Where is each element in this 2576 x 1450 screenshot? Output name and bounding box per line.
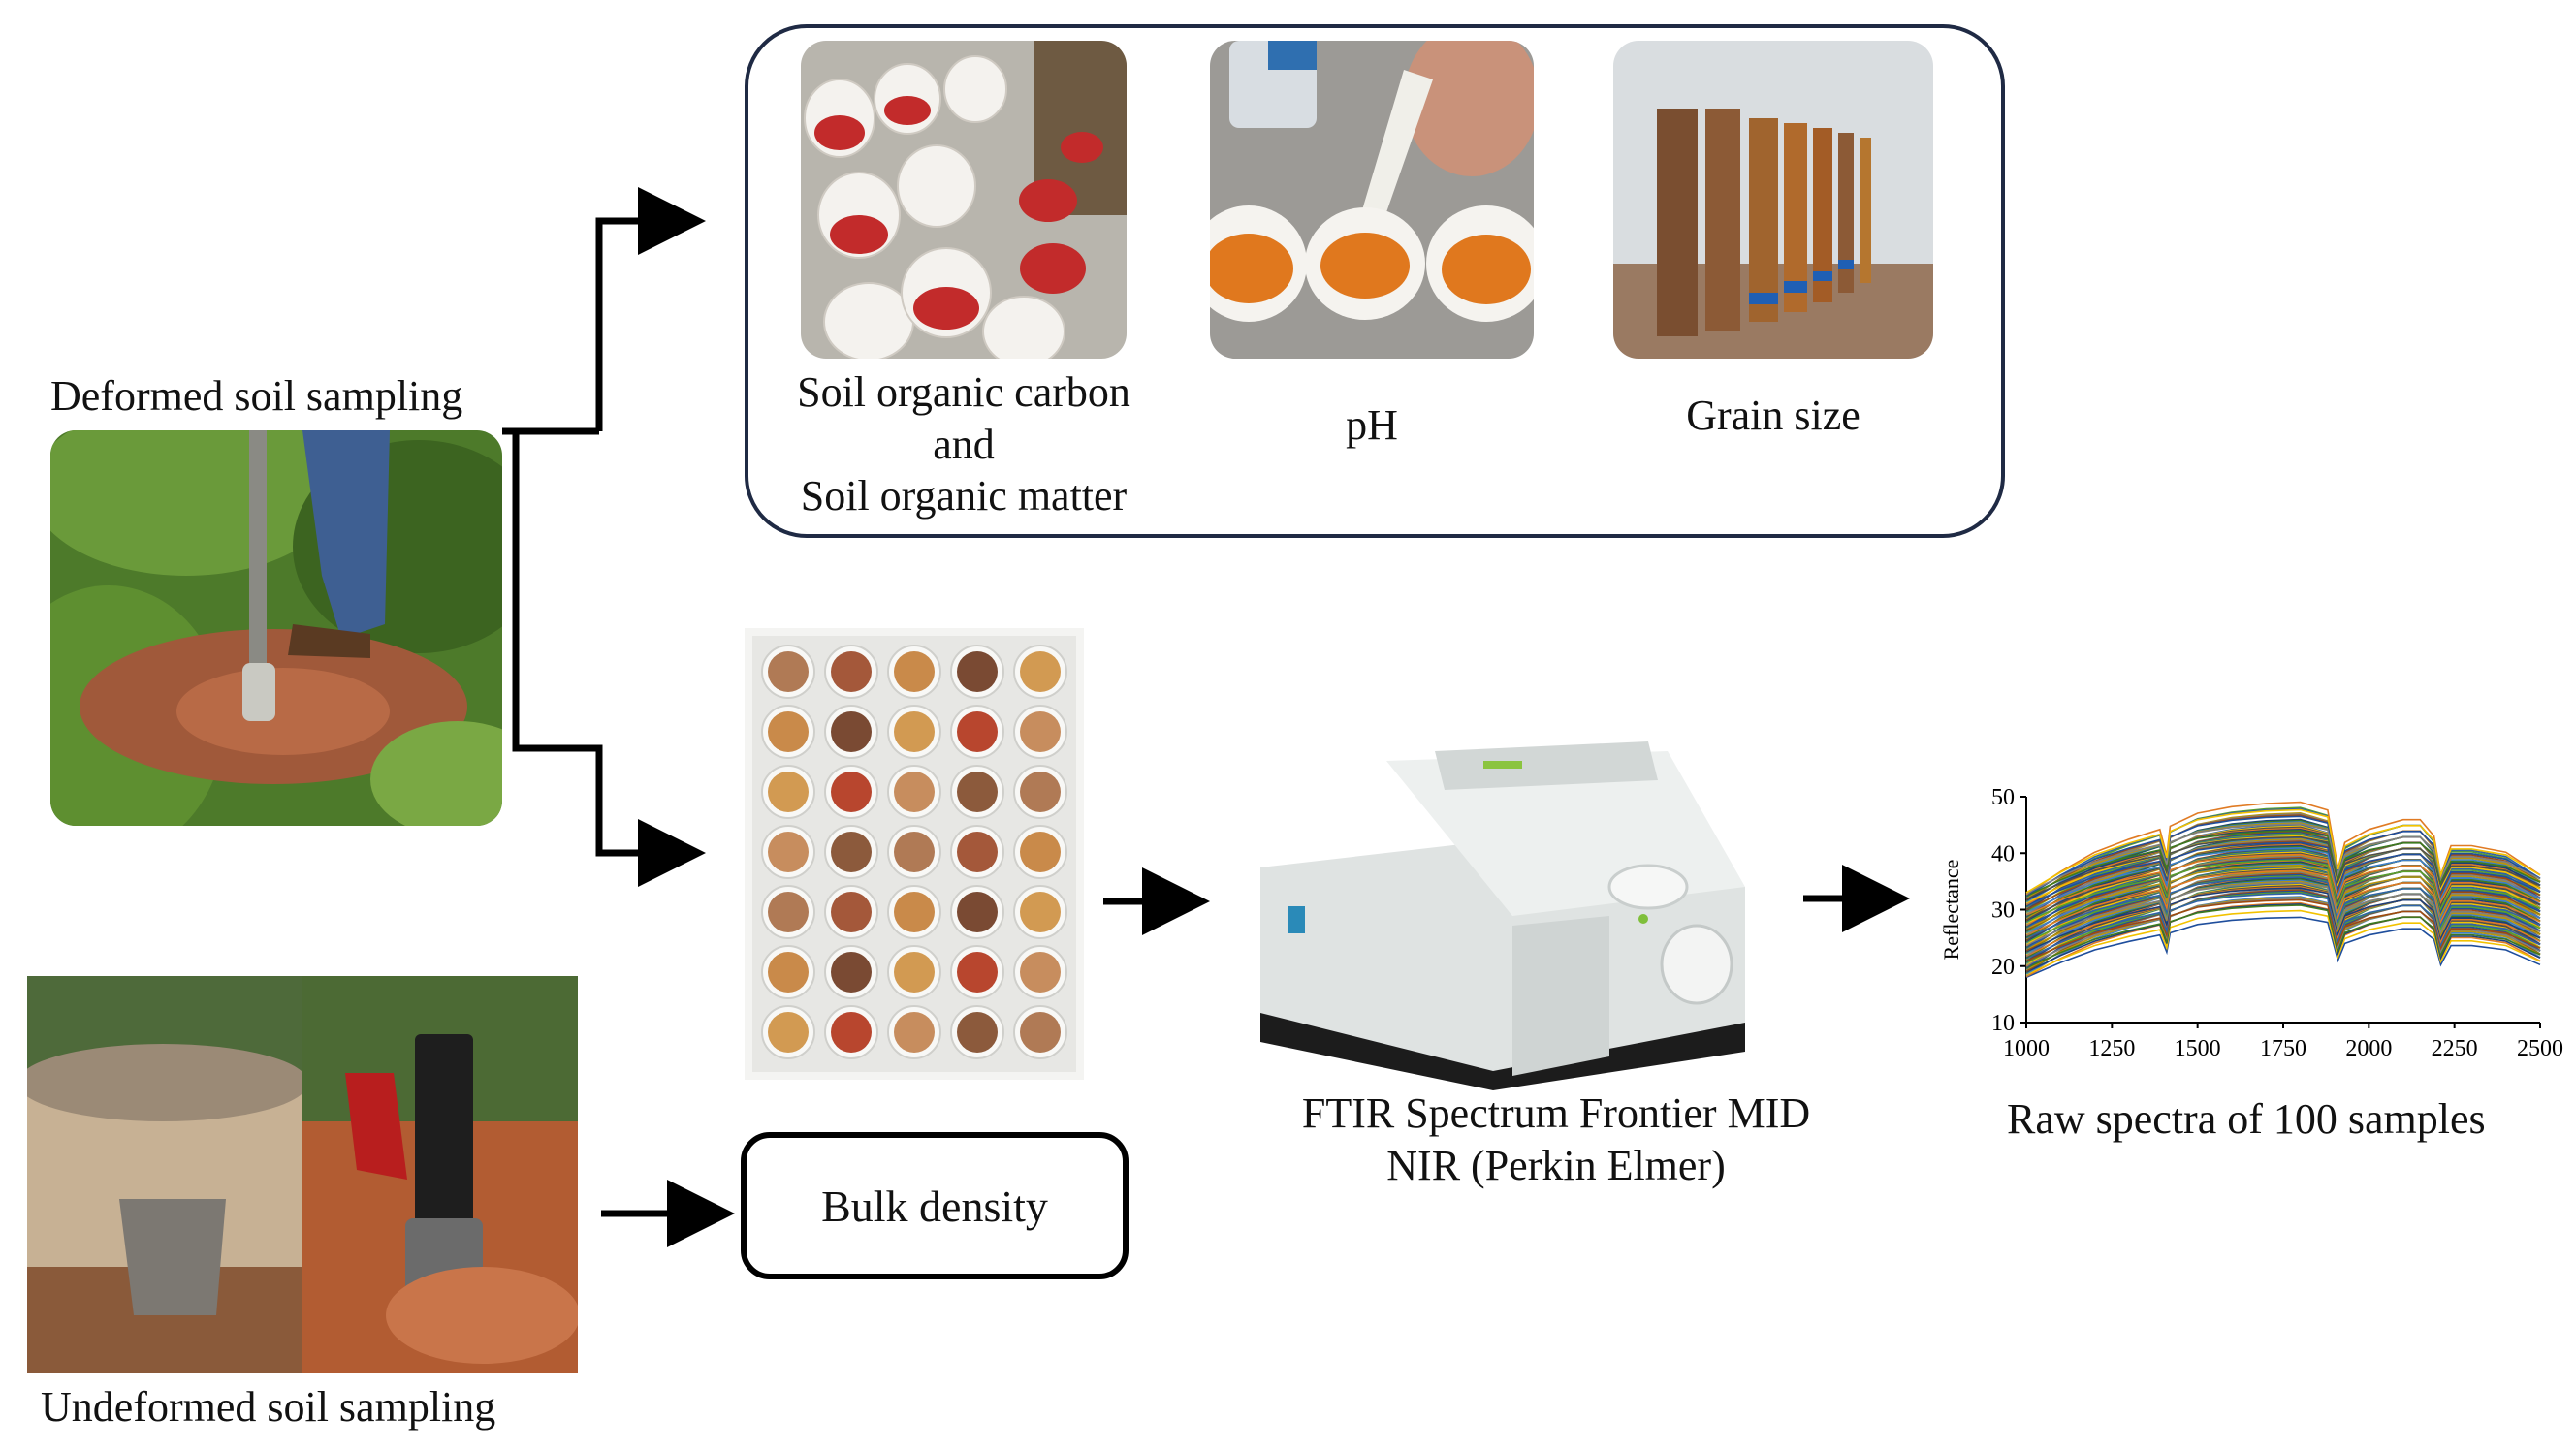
sample-soil [768,772,809,812]
sample-soil [1020,1012,1061,1053]
sample-soil [894,1012,935,1053]
sample-soil [1020,832,1061,872]
sample-soil [894,772,935,812]
sample-soil [768,832,809,872]
sample-soil [957,772,998,812]
ftir-label: FTIR Spectrum Frontier MID NIR (Perkin E… [1217,1088,1895,1191]
sample-soil [957,952,998,993]
x-tick-label: 1000 [2003,1036,2050,1061]
spectrum-line [2025,916,2541,979]
sample-soil [894,892,935,932]
ftir-instrument-image [1241,722,1765,1090]
bulk-density-box: Bulk density [741,1132,1129,1279]
ph-label: pH [1346,401,1398,449]
spectrum-line [2025,841,2541,907]
spectrum-line [2025,859,2541,923]
spectrum-line [2025,881,2541,946]
sample-soil [831,832,872,872]
raw-spectra-chart: 10 20 30 40 50 1000 1250 1500 1750 2000 2250 2500 Re… [1929,775,2569,1086]
deformed-sampling-photo [50,430,502,826]
sample-tray-photo [745,628,1084,1080]
sample-soil [1020,772,1061,812]
sample-soil [831,772,872,812]
spectrum-line [2025,892,2541,960]
sample-soil [1020,651,1061,692]
sample-soil [831,952,872,993]
undeformed-sampling-label: Undeformed soil sampling [41,1383,496,1431]
lab-tests-box [745,24,2005,538]
y-tick-label: 40 [1991,841,2015,867]
x-tick-label: 1250 [2088,1036,2135,1061]
ftir-label-line1: FTIR Spectrum Frontier MID [1301,1089,1811,1137]
spectrum-line [2025,887,2541,953]
sample-soil [768,1012,809,1053]
x-tick-label: 2250 [2432,1036,2478,1061]
sample-soil [831,892,872,932]
y-tick-label: 10 [1991,1011,2015,1036]
bulk-density-label: Bulk density [821,1181,1048,1231]
y-tick-label: 20 [1991,955,2015,980]
y-tick-label: 30 [1991,898,2015,924]
spectrum-line [2025,835,2541,899]
x-tick-label: 2000 [2345,1036,2392,1061]
spectrum-line [2025,898,2541,962]
arrow-to-sample-tray [512,431,706,887]
sample-soil [768,892,809,932]
grain-size-photo [1613,41,1933,359]
soc-label: Soil organic carbon and Soil organic mat… [770,366,1158,522]
sample-soil [831,651,872,692]
deformed-sampling-label: Deformed soil sampling [50,372,463,420]
sample-soil [831,711,872,752]
sample-soil [1020,711,1061,752]
soil-organic-carbon-photo [801,41,1127,359]
sample-soil [894,832,935,872]
spectrum-line [2025,876,2541,939]
x-tick-label: 1750 [2260,1036,2306,1061]
x-tick-label: 1500 [2175,1036,2221,1061]
spectrum-line [2025,853,2541,916]
sample-soil [768,952,809,993]
spectrum-line [2025,909,2541,976]
sample-soil [957,651,998,692]
sample-soil [894,952,935,993]
spectrum-line [2025,830,2541,898]
sample-soil [957,832,998,872]
sample-soil [1020,952,1061,993]
sample-soil [768,651,809,692]
soc-label-line1: Soil organic carbon [797,368,1130,416]
arrow-to-lab-tests [595,187,706,431]
sample-soil [957,711,998,752]
spectrum-line [2025,823,2541,895]
y-axis-label: Reflectance [1939,860,1963,961]
spectrum-line [2025,869,2541,936]
spectrum-line [2025,846,2541,914]
y-tick-label: 50 [1991,785,2015,810]
soc-label-line3: Soil organic matter [800,472,1128,520]
ftir-label-line2: NIR (Perkin Elmer) [1386,1141,1726,1189]
undeformed-sampling-photo [27,976,578,1373]
ph-photo [1210,41,1534,359]
sample-soil [831,1012,872,1053]
sample-soil [894,651,935,692]
spectrum-line [2025,808,2541,894]
sample-soil [957,892,998,932]
sample-soil [1020,892,1061,932]
sample-soil [957,1012,998,1053]
spectrum-line [2025,864,2541,930]
raw-spectra-label: Raw spectra of 100 samples [2007,1095,2486,1143]
sample-soil [894,711,935,752]
sample-soil [768,711,809,752]
grain-size-label: Grain size [1686,392,1860,439]
x-tick-label: 2500 [2517,1036,2563,1061]
soc-label-line2: and [933,420,995,468]
spectrum-line [2025,904,2541,969]
